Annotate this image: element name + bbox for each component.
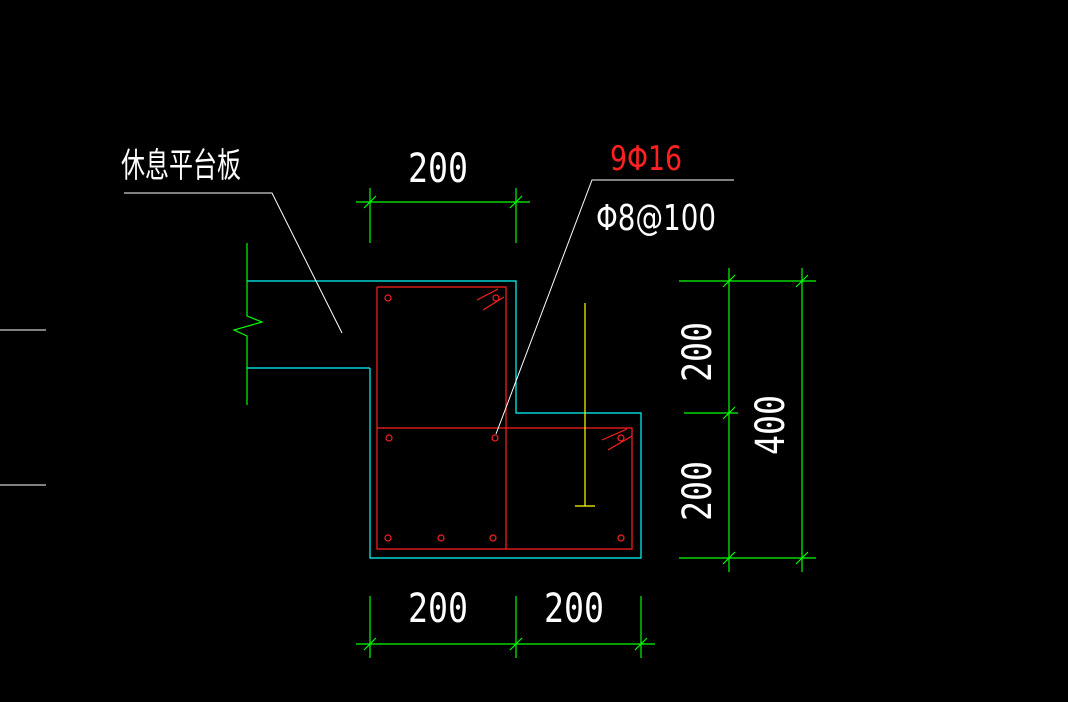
outer-stirrup (376, 286, 633, 550)
dim-tick (722, 551, 736, 565)
slab-leader (124, 192, 343, 334)
dim-right-upper: 200 (675, 322, 721, 382)
rebar-dot (384, 294, 392, 302)
slab-label: 休息平台板 (121, 146, 241, 186)
rebar-dot (385, 434, 393, 442)
rebar-dot (489, 534, 497, 542)
rebar-dot (617, 434, 625, 442)
dim-right-lower: 200 (675, 461, 721, 521)
left-edge-marks (0, 329, 46, 486)
dim-tick (795, 551, 809, 565)
rebar-dot (617, 534, 625, 542)
dim-tick (363, 195, 377, 209)
rebar-dot (384, 534, 392, 542)
stirrup-hook-2a (601, 428, 628, 441)
rebar-leader (495, 179, 734, 435)
dim-bottom-right: 200 (544, 586, 604, 632)
dim-tick (634, 637, 648, 651)
stirrup-hook-1a (476, 288, 499, 301)
dim-right-total: 400 (748, 395, 794, 455)
dim-tick (722, 274, 736, 288)
dim-tick (795, 274, 809, 288)
landing-slab (232, 243, 370, 405)
dimension-lines (356, 188, 816, 658)
break-line-symbol (232, 243, 264, 405)
dim-tick (363, 637, 377, 651)
leaders (124, 179, 734, 435)
dim-tick (722, 406, 736, 420)
stirrup-hook-1b (482, 296, 505, 311)
longitudinal-bars (384, 294, 625, 542)
axis-marker (575, 303, 595, 507)
dim-tick (509, 637, 523, 651)
rebar-dot (437, 534, 445, 542)
beam-outline (369, 280, 642, 559)
rebar-dot (492, 294, 500, 302)
rebar-dot (491, 434, 499, 442)
stirrup-label: Φ8@100 (596, 198, 716, 239)
dim-tick (509, 195, 523, 209)
dim-bottom-left: 200 (408, 586, 468, 632)
dim-top-width: 200 (408, 146, 468, 192)
rebar-cage (376, 286, 633, 550)
stirrup-hook-2b (607, 435, 633, 451)
main-rebar-label: 9Φ16 (610, 139, 682, 179)
